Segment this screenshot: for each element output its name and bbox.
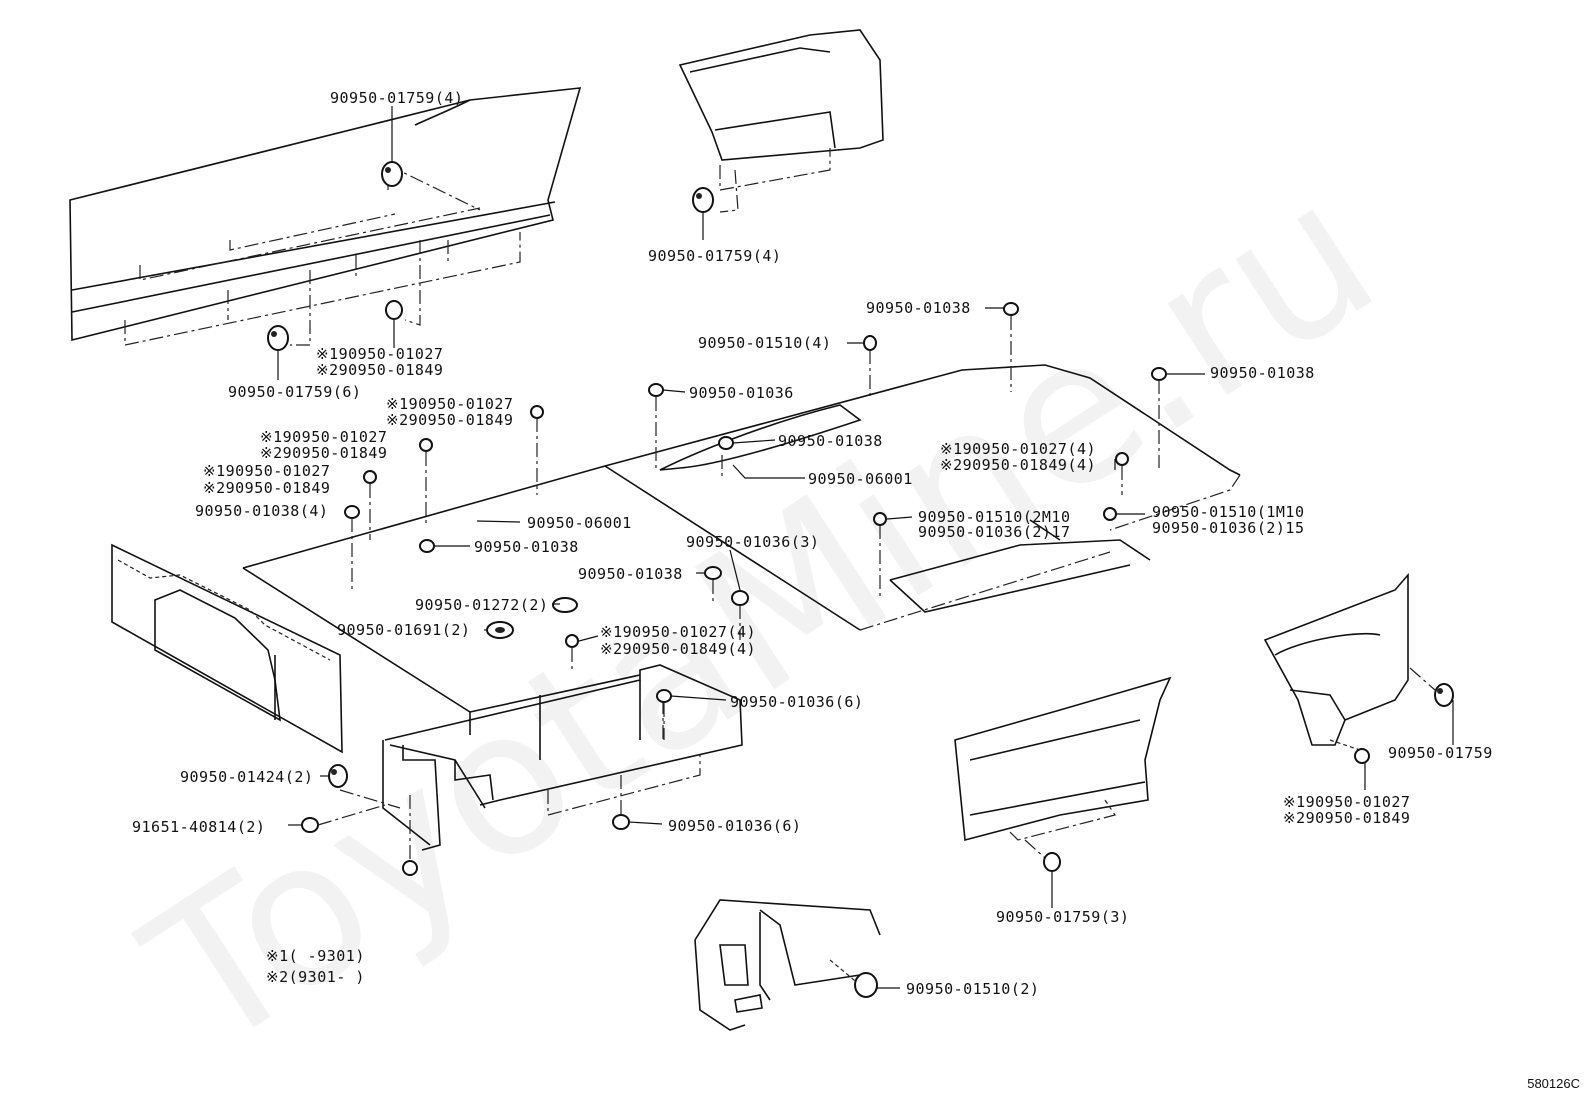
- part-label[interactable]: ※190950-01027: [260, 428, 388, 446]
- part-label[interactable]: ※290950-01849: [1283, 809, 1411, 827]
- plug-icon: [385, 300, 403, 320]
- rear-corner-panel-right: [1263, 572, 1409, 751]
- plug-icon: [704, 566, 722, 580]
- part-label[interactable]: 90950-01038: [474, 538, 579, 556]
- grommet-icon: [486, 621, 514, 639]
- plug-icon: [718, 436, 734, 450]
- rear-corner-panel-upper: [678, 29, 884, 213]
- plug-icon: [565, 634, 579, 648]
- note-range-1: ※1( -9301): [266, 947, 365, 965]
- part-label[interactable]: 90950-01510(1M10: [1152, 503, 1305, 521]
- part-label[interactable]: ※190950-01027: [316, 345, 444, 363]
- part-label[interactable]: 90950-01036(2)15: [1152, 519, 1305, 537]
- plug-icon: [1103, 507, 1117, 521]
- plug-icon: [419, 539, 435, 553]
- plug-icon: [301, 817, 319, 833]
- part-label[interactable]: ※290950-01849: [203, 479, 331, 497]
- floor-pan: [242, 364, 1241, 713]
- leader-lines: [277, 106, 1454, 989]
- plug-icon: [1434, 683, 1454, 707]
- part-label[interactable]: 90950-01036: [689, 384, 794, 402]
- part-label[interactable]: 90950-01759(3): [996, 908, 1130, 926]
- part-label[interactable]: 90950-01691(2): [337, 621, 471, 639]
- cross-member: [382, 664, 743, 851]
- plug-icon: [1003, 302, 1019, 316]
- part-label[interactable]: 90950-01510(2M10: [918, 508, 1071, 526]
- plug-icon: [267, 325, 289, 351]
- part-label[interactable]: ※290950-01849(4): [940, 456, 1097, 474]
- part-label[interactable]: 90950-01759(6): [228, 383, 362, 401]
- plug-icon: [530, 405, 544, 419]
- plug-icon: [863, 335, 877, 351]
- part-label[interactable]: 90950-06001: [527, 514, 632, 532]
- part-label[interactable]: ※190950-01027(4): [940, 440, 1097, 458]
- plug-icon: [854, 972, 878, 998]
- part-label[interactable]: ※290950-01849(4): [600, 640, 757, 658]
- plug-icon: [873, 512, 887, 526]
- plug-icon: [419, 438, 433, 452]
- part-label[interactable]: 90950-01036(2)17: [918, 523, 1071, 541]
- part-label[interactable]: 90950-06001: [808, 470, 913, 488]
- part-label[interactable]: 90950-01038(4): [195, 502, 329, 520]
- plug-icon: [612, 814, 630, 830]
- part-label[interactable]: 90950-01424(2): [180, 768, 314, 786]
- part-label[interactable]: ※190950-01027(4): [600, 623, 757, 641]
- plug-icon: [1115, 452, 1129, 466]
- part-label[interactable]: 90950-01038: [1210, 364, 1315, 382]
- part-label[interactable]: 90950-01036(6): [730, 693, 864, 711]
- part-label[interactable]: ※290950-01849: [386, 411, 514, 429]
- plug-icon: [344, 505, 360, 519]
- frame-bracket: [694, 899, 881, 1031]
- part-label[interactable]: ※290950-01849: [260, 444, 388, 462]
- plug-icon: [648, 383, 664, 397]
- fasteners: [267, 161, 1454, 998]
- grommet-icon: [552, 597, 578, 613]
- fastener-paths: [317, 316, 1436, 860]
- diagram-code: 580126C: [1527, 1076, 1580, 1091]
- part-label[interactable]: 90950-01759(4): [648, 247, 782, 265]
- plug-icon: [731, 590, 749, 606]
- plug-icon: [1354, 748, 1370, 764]
- part-label[interactable]: 90950-01510(2): [906, 980, 1040, 998]
- part-label[interactable]: 90950-01036(3): [686, 533, 820, 551]
- part-label[interactable]: 90950-01038: [578, 565, 683, 583]
- part-label[interactable]: ※190950-01027: [1283, 793, 1411, 811]
- plug-icon: [328, 764, 348, 788]
- part-label[interactable]: ※290950-01849: [316, 361, 444, 379]
- part-label[interactable]: 90950-01272(2): [415, 596, 549, 614]
- note-range-2: ※2(9301- ): [266, 968, 365, 986]
- rear-quarter-panel: [954, 676, 1172, 859]
- part-label[interactable]: ※190950-01027: [386, 395, 514, 413]
- plug-icon: [692, 187, 714, 213]
- plug-icon: [363, 470, 377, 484]
- part-label[interactable]: 90950-01510(4): [698, 334, 832, 352]
- plug-icon: [656, 689, 672, 703]
- left-front-panel: [111, 543, 343, 754]
- part-label[interactable]: 90950-01759: [1388, 744, 1493, 762]
- plug-icon: [381, 161, 403, 187]
- plug-icon: [402, 860, 418, 876]
- part-label[interactable]: 90950-01036(6): [668, 817, 802, 835]
- part-label[interactable]: 90950-01759(4): [330, 89, 464, 107]
- part-label[interactable]: 91651-40814(2): [132, 818, 266, 836]
- part-label[interactable]: 90950-01038: [778, 432, 883, 450]
- part-label[interactable]: ※190950-01027: [203, 462, 331, 480]
- plug-icon: [1151, 367, 1167, 381]
- part-label[interactable]: 90950-01038: [866, 299, 971, 317]
- left-side-panel: [69, 87, 582, 346]
- plug-icon: [1043, 852, 1061, 872]
